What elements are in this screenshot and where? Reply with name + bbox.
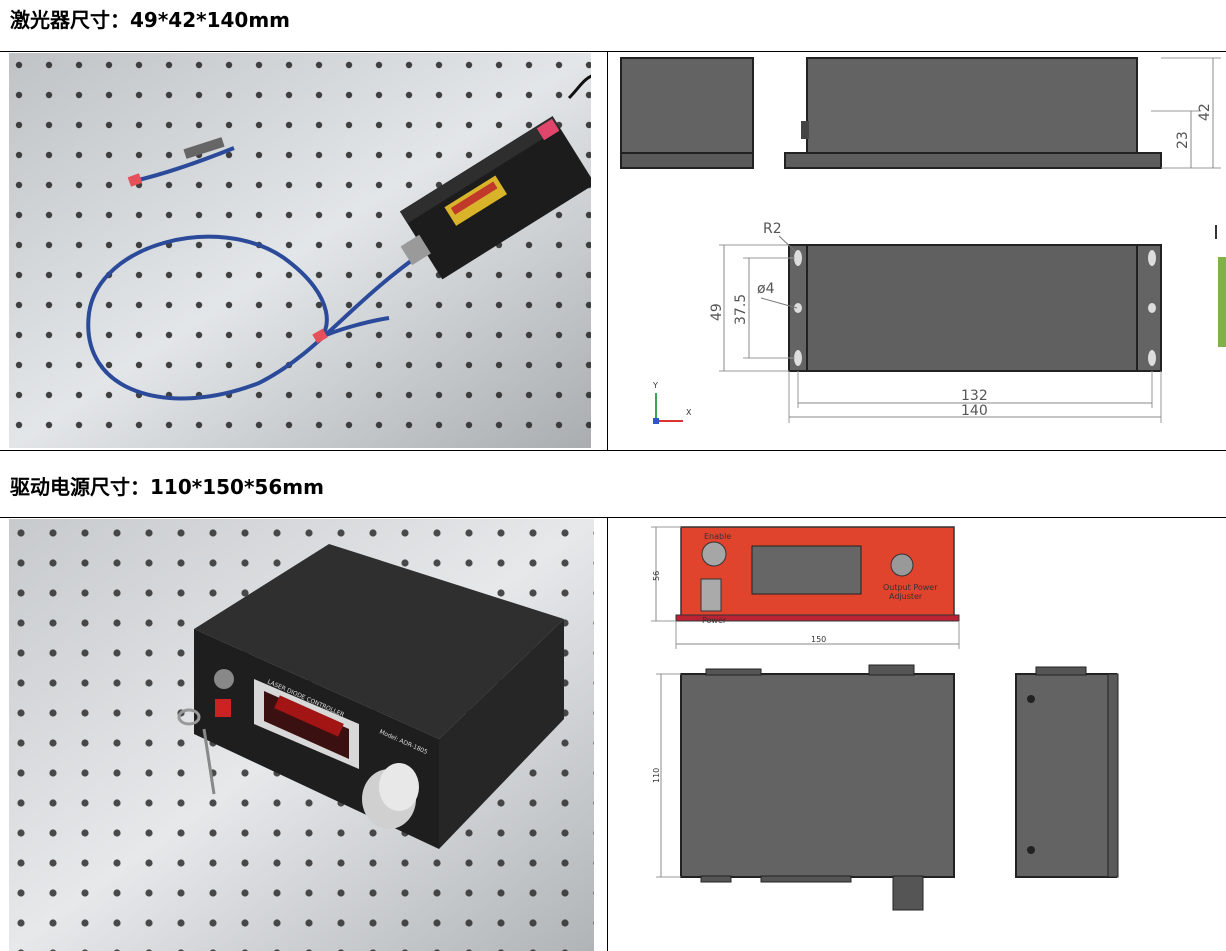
- dim-w: 49: [709, 303, 725, 321]
- driver-drawing: Enable Power Output Power Adjuster 56 15…: [611, 519, 1226, 951]
- label-enable: Enable: [704, 532, 731, 541]
- axis-y: Y: [652, 381, 658, 390]
- table-second-border: [0, 517, 1226, 518]
- table-mid-border: [0, 450, 1226, 451]
- dim-driver-h: 56: [652, 571, 661, 581]
- table-divider-2: [607, 517, 608, 951]
- table-top-border: [0, 51, 1226, 52]
- axis-x: X: [686, 408, 692, 417]
- dim-driver-w: 110: [652, 768, 661, 783]
- driver-photo: LASER DIODE CONTROLLER Model: ADR-1805: [9, 519, 594, 951]
- driver-size-heading: 驱动电源尺寸：110*150*56mm: [10, 475, 324, 499]
- label-adjuster: Adjuster: [889, 592, 923, 601]
- label-output: Output Power: [883, 583, 938, 592]
- dim-w-inner: 37.5: [733, 294, 749, 325]
- dim-r2: R2: [763, 221, 782, 237]
- laser-size-heading: 激光器尺寸：49*42*140mm: [10, 8, 291, 32]
- dim-h-inner: 23: [1175, 131, 1191, 149]
- laser-drawing: 23 42 R2 ø4 49 37.5 132 140: [611, 53, 1226, 448]
- label-power: Power: [702, 616, 727, 625]
- dim-h: 42: [1197, 103, 1213, 121]
- dim-l-inner: 132: [961, 388, 988, 404]
- dim-d4: ø4: [757, 281, 775, 297]
- table-divider-1: [607, 51, 608, 451]
- laser-photo: [9, 53, 591, 448]
- dim-driver-l: 150: [811, 635, 826, 644]
- dim-l: 140: [961, 403, 988, 419]
